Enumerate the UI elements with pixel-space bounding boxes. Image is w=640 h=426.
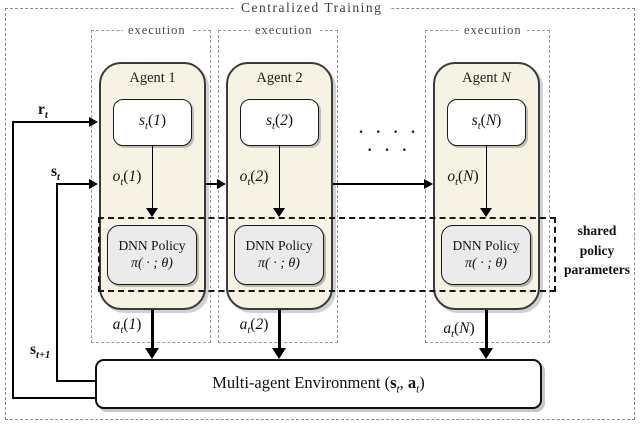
agent1-title: Agent 1: [129, 70, 176, 86]
agentN-state-box: st(N): [447, 99, 526, 146]
agent1-state-label: st(1): [138, 112, 167, 133]
shared-policy-boundary: [98, 217, 556, 292]
execution-label-agent2: execution: [250, 23, 318, 38]
state-feedback-vertical-line: [56, 183, 58, 382]
agent1-dnn-label: DNN Policy: [118, 237, 186, 253]
obs-line-agent2-agentN: [333, 183, 424, 185]
shared-policy-note: shared policy parameters: [564, 223, 630, 278]
agent1-dnn-policy-box: DNN Policy π( · ; θ): [107, 225, 197, 285]
centralized-training-label: Centralized Training: [234, 0, 390, 16]
agent2-observation-label: ot(2): [239, 168, 269, 189]
agentN-state-label: st(N): [471, 112, 502, 133]
agent1-state-box: st(1): [113, 99, 192, 146]
agentN-observation-label: ot(N): [447, 168, 479, 189]
agent2-action-line: [278, 310, 281, 348]
agentN-policy-formula: π( · ; θ): [465, 255, 507, 271]
agent1-observation-label: ot(1): [112, 168, 142, 189]
agent2-dnn-policy-box: DNN Policy π( · ; θ): [234, 225, 324, 285]
agent2-state-box: st(2): [240, 99, 319, 146]
obs-line-agent1-agent2: [206, 183, 217, 185]
agentN-state-to-dnn-arrowhead: [480, 208, 492, 217]
agent2-action-arrowhead: [272, 348, 286, 359]
execution-label-agent1: execution: [123, 23, 191, 38]
agent1-action-arrowhead: [145, 348, 159, 359]
state-feedback-top-line: [56, 183, 89, 185]
agentN-dnn-policy-box: DNN Policy π( · ; θ): [441, 225, 531, 285]
agent2-action-label: at(2): [239, 316, 269, 337]
more-agents-ellipsis: · · · · · · ·: [358, 124, 420, 159]
reward-arrowhead-agent1: [89, 117, 98, 127]
reward-feedback-vertical-line: [12, 121, 14, 399]
next-state-label: st+1: [30, 341, 51, 362]
agent1-state-to-dnn-line: [151, 146, 154, 208]
state-feedback-bottom-line: [56, 380, 96, 382]
reward-feedback-bottom-line: [12, 397, 96, 399]
reward-label: rt: [38, 101, 48, 122]
agentN-title: Agent N: [462, 70, 511, 86]
agent1-action-label: at(1): [112, 316, 142, 337]
obs-arrowhead-agentN: [424, 179, 433, 189]
obs-arrowhead-agent2: [217, 179, 226, 189]
agent2-title: Agent 2: [256, 70, 303, 86]
execution-label-agentN: execution: [459, 23, 527, 38]
agent2-dnn-label: DNN Policy: [245, 237, 313, 253]
agent2-state-label: st(2): [265, 112, 294, 133]
agent2-state-to-dnn-line: [278, 146, 281, 208]
agentN-state-to-dnn-line: [485, 146, 488, 208]
agentN-dnn-label: DNN Policy: [452, 237, 520, 253]
reward-feedback-top-line: [12, 121, 89, 123]
state-label: st: [51, 163, 60, 184]
agent1-state-to-dnn-arrowhead: [146, 208, 158, 217]
agent1-action-line: [151, 310, 154, 348]
agentN-action-arrowhead: [479, 348, 493, 359]
agent1-policy-formula: π( · ; θ): [131, 255, 173, 271]
agent2-state-to-dnn-arrowhead: [273, 208, 285, 217]
agentN-action-label: at(N): [443, 320, 475, 341]
state-arrowhead-agent1: [89, 179, 98, 189]
agent2-policy-formula: π( · ; θ): [258, 255, 300, 271]
agentN-action-line: [485, 310, 488, 348]
environment-box: Multi-agent Environment (st, at): [95, 359, 542, 409]
environment-label: Multi-agent Environment (st, at): [212, 372, 425, 396]
